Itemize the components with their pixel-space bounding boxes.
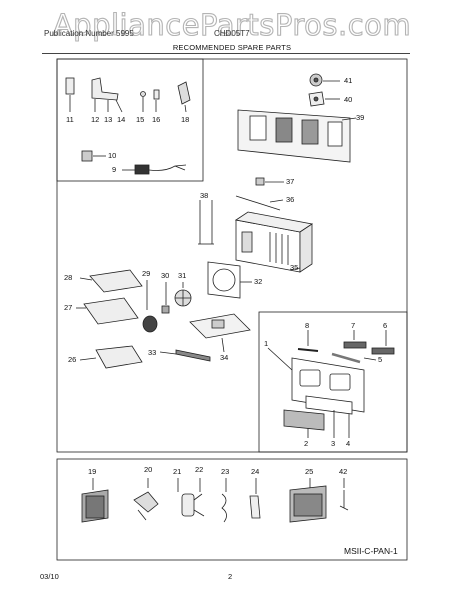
part-30-coupler: [161, 282, 170, 314]
callout-32: 32: [254, 277, 263, 286]
part-35-cabinet: [234, 211, 314, 273]
callout-33: 33: [148, 348, 157, 357]
part-26-chassis-base: [79, 345, 143, 369]
callout-7: 7: [351, 321, 356, 330]
part-2-air-filter: [283, 409, 325, 438]
callout-24: 24: [251, 467, 260, 476]
part-31-fan-blade: [174, 282, 192, 307]
callout-6: 6: [383, 321, 388, 330]
diagram-border: [56, 58, 408, 453]
part-40-knob: [308, 91, 340, 107]
callout-3: 3: [331, 439, 336, 448]
publication-number: Publication Number 5995: [44, 29, 134, 38]
callout-5: 5: [378, 355, 383, 364]
part-19-filter: [81, 478, 109, 523]
callout-1: 1: [264, 339, 269, 348]
part-37-clip: [255, 177, 284, 186]
callout-35: 35: [290, 263, 299, 272]
part-29-motor: [142, 280, 158, 333]
callout-2: 2: [304, 439, 309, 448]
small-parts-box: [56, 58, 204, 182]
callout-26: 26: [68, 355, 77, 364]
part-24-clip: [249, 478, 261, 519]
callout-19: 19: [88, 467, 97, 476]
callout-27: 27: [64, 303, 73, 312]
part-15-clip: [140, 91, 146, 112]
part-36-rod: [235, 195, 284, 211]
exploded-parts-diagram: [56, 58, 408, 561]
callout-8: 8: [305, 321, 310, 330]
callout-23: 23: [221, 467, 230, 476]
callout-30: 30: [161, 271, 170, 280]
callout-42: 42: [339, 467, 348, 476]
callout-29: 29: [142, 269, 151, 278]
callout-37: 37: [286, 177, 295, 186]
part-39-control-panel: [237, 109, 357, 163]
part-21-22-capacitor: [177, 478, 205, 517]
part-23-thermistor: [221, 478, 227, 523]
callout-9: 9: [112, 165, 117, 174]
part-33-seal-strip: [159, 349, 211, 362]
part-7-louver: [343, 330, 367, 349]
callout-41: 41: [344, 76, 353, 85]
diagram-code: MSII-C-PAN-1: [344, 546, 398, 556]
part-18-bracket: [177, 81, 191, 113]
callout-38: 38: [200, 191, 209, 200]
part-4-panel-frame: [305, 395, 353, 438]
section-title: RECOMMENDED SPARE PARTS: [172, 43, 292, 52]
watermark: AppliancePartsPros.com: [52, 7, 412, 42]
part-42-wire: [339, 478, 349, 511]
callout-15: 15: [136, 115, 145, 124]
callout-20: 20: [144, 465, 153, 474]
callout-13: 13: [104, 115, 113, 124]
callout-18: 18: [181, 115, 190, 124]
part-5-clip: [331, 352, 377, 364]
footer-page-number: 2: [228, 572, 233, 581]
part-27-base-pan: [76, 297, 139, 325]
callout-28: 28: [64, 273, 73, 282]
callout-10: 10: [108, 151, 117, 160]
accessory-parts-box: [56, 458, 408, 561]
part-11-bracket: [65, 77, 75, 112]
callout-21: 21: [173, 467, 182, 476]
callout-16: 16: [152, 115, 161, 124]
header-rule: [42, 53, 410, 54]
part-20-bracket: [133, 478, 159, 521]
callout-22: 22: [195, 465, 204, 474]
part-41-knob: [309, 73, 340, 87]
part-6-louver: [371, 330, 395, 355]
part-38-mounting-rails: [198, 200, 214, 245]
part-25-evaporator: [289, 478, 327, 523]
model-number: CHD05T7: [214, 29, 250, 38]
callout-25: 25: [305, 467, 314, 476]
part-9-power-cord: [122, 164, 187, 175]
front-panel-box: [258, 311, 408, 453]
callout-12: 12: [91, 115, 100, 124]
callout-31: 31: [178, 271, 187, 280]
callout-11: 11: [66, 115, 74, 124]
callout-36: 36: [286, 195, 295, 204]
callout-4: 4: [346, 439, 351, 448]
callout-40: 40: [344, 95, 353, 104]
part-34-drain-pan: [189, 313, 251, 353]
part-10-coil: [81, 150, 106, 162]
footer-date: 03/10: [40, 572, 59, 581]
callout-34: 34: [220, 353, 229, 362]
callout-14: 14: [117, 115, 126, 124]
part-28-base-cover: [79, 269, 143, 293]
part-8-screw: [297, 330, 319, 352]
callout-39: 39: [356, 113, 365, 122]
part-12-14-harness: [91, 77, 123, 113]
part-32-fan-shroud: [207, 261, 252, 299]
part-16-fuse: [153, 89, 160, 112]
